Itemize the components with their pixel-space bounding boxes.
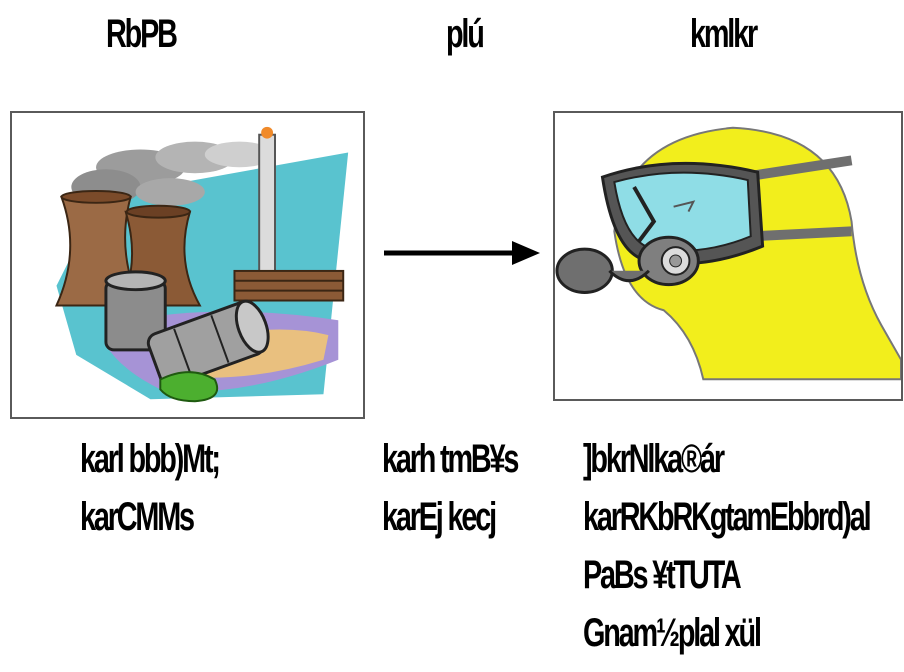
caption-line: karl bbb)Mt; <box>80 437 221 481</box>
right-arrow-icon <box>384 241 540 265</box>
caption-line: ]bkrNlka®ár <box>583 437 725 481</box>
caption-line: karEj kecj <box>382 495 497 539</box>
gas-mask-hazmat-image <box>553 111 903 401</box>
heading-effect: plú <box>446 12 485 56</box>
caption-line: karCMMs <box>80 495 195 539</box>
industrial-pollution-image <box>10 111 365 419</box>
caption-line: karh tmB¥s <box>382 437 519 481</box>
caption-line: PaBs ¥tTUTA <box>583 553 742 597</box>
heading-control: kmlkr <box>690 12 758 56</box>
industrial-pollution-icon <box>54 126 349 403</box>
gas-mask-hazmat-icon <box>555 126 901 381</box>
caption-line: karRKbRKgtamEbbrd)al <box>583 495 872 539</box>
caption-control: ]bkrNlka®ár karRKbRKgtamEbbrd)al PaBs ¥t… <box>583 430 872 662</box>
caption-hazard: karl bbb)Mt; karCMMs <box>80 430 221 546</box>
caption-line: Gnam½plal xül <box>583 611 762 655</box>
caption-effect: karh tmB¥s karEj kecj <box>382 430 519 546</box>
heading-hazard: RbPB <box>106 12 178 56</box>
